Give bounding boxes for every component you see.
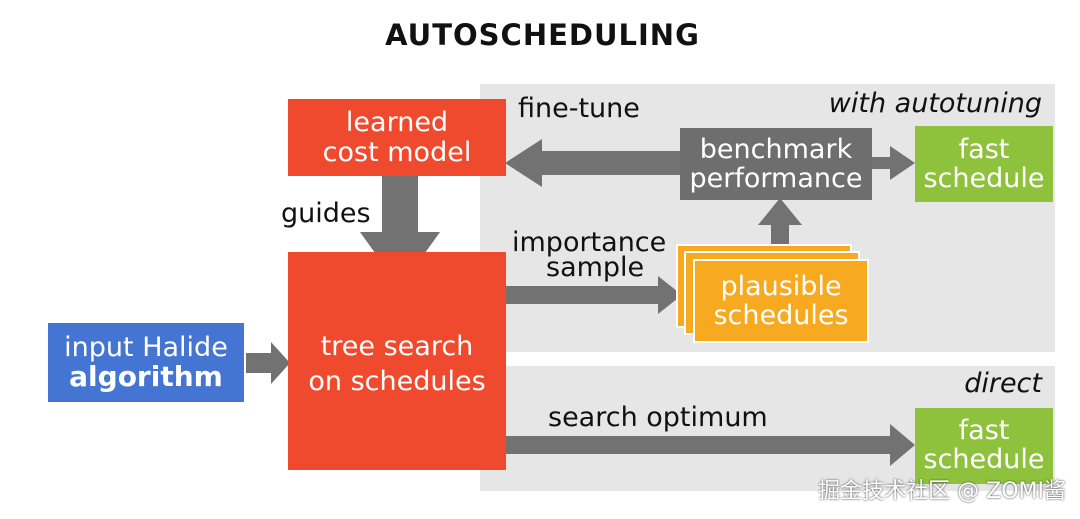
fast-schedule-bottom-line2: schedule xyxy=(923,444,1045,476)
tree-search-line2: on schedules xyxy=(308,365,486,397)
arrow-input-to-search xyxy=(246,342,290,384)
benchmark-line1: benchmark xyxy=(699,133,853,165)
arrow-search-optimum xyxy=(505,424,915,466)
arrow-benchmark-to-fast xyxy=(872,146,915,180)
autotuning-panel-label: with autotuning xyxy=(828,88,1042,119)
fast-schedule-bottom-line1: fast xyxy=(958,415,1010,446)
guides-label: guides xyxy=(281,198,371,229)
cost-model-line2: cost model xyxy=(322,136,472,168)
input-algorithm-box: input Halide algorithm xyxy=(48,323,244,402)
tree-search-box: tree search on schedules xyxy=(288,252,506,470)
fast-schedule-top-line2: schedule xyxy=(923,163,1045,194)
arrow-plausible-to-benchmark xyxy=(758,198,802,245)
arrow-importance-sample xyxy=(505,276,682,314)
importance-label-line1: importance xyxy=(512,227,667,258)
plausible-line1: plausible xyxy=(720,270,842,302)
search-optimum-label: search optimum xyxy=(548,402,768,433)
tree-search-line1: tree search xyxy=(320,330,474,362)
watermark-text: 掘金技术社区 @ ZOMI酱 xyxy=(818,479,1066,504)
fast-schedule-direct-box: fast schedule xyxy=(915,408,1053,484)
direct-panel-label: direct xyxy=(964,368,1042,399)
diagram-title: AUTOSCHEDULING xyxy=(385,18,700,52)
benchmark-line2: performance xyxy=(689,163,863,194)
input-box-line1: input Halide xyxy=(64,331,228,363)
fine-tune-label: fine-tune xyxy=(518,93,640,124)
cost-model-box: learned cost model xyxy=(288,99,506,176)
plausible-schedules-box: plausible schedules xyxy=(693,259,869,343)
benchmark-box: benchmark performance xyxy=(680,128,872,200)
fast-schedule-autotuning-box: fast schedule xyxy=(915,126,1053,202)
arrow-fine-tune xyxy=(505,139,680,187)
cost-model-line1: learned xyxy=(345,107,449,139)
fast-schedule-top-line1: fast xyxy=(958,133,1010,165)
plausible-line2: schedules xyxy=(713,300,849,331)
importance-label-line2: sample xyxy=(546,252,645,283)
input-box-line2: algorithm xyxy=(69,359,223,393)
